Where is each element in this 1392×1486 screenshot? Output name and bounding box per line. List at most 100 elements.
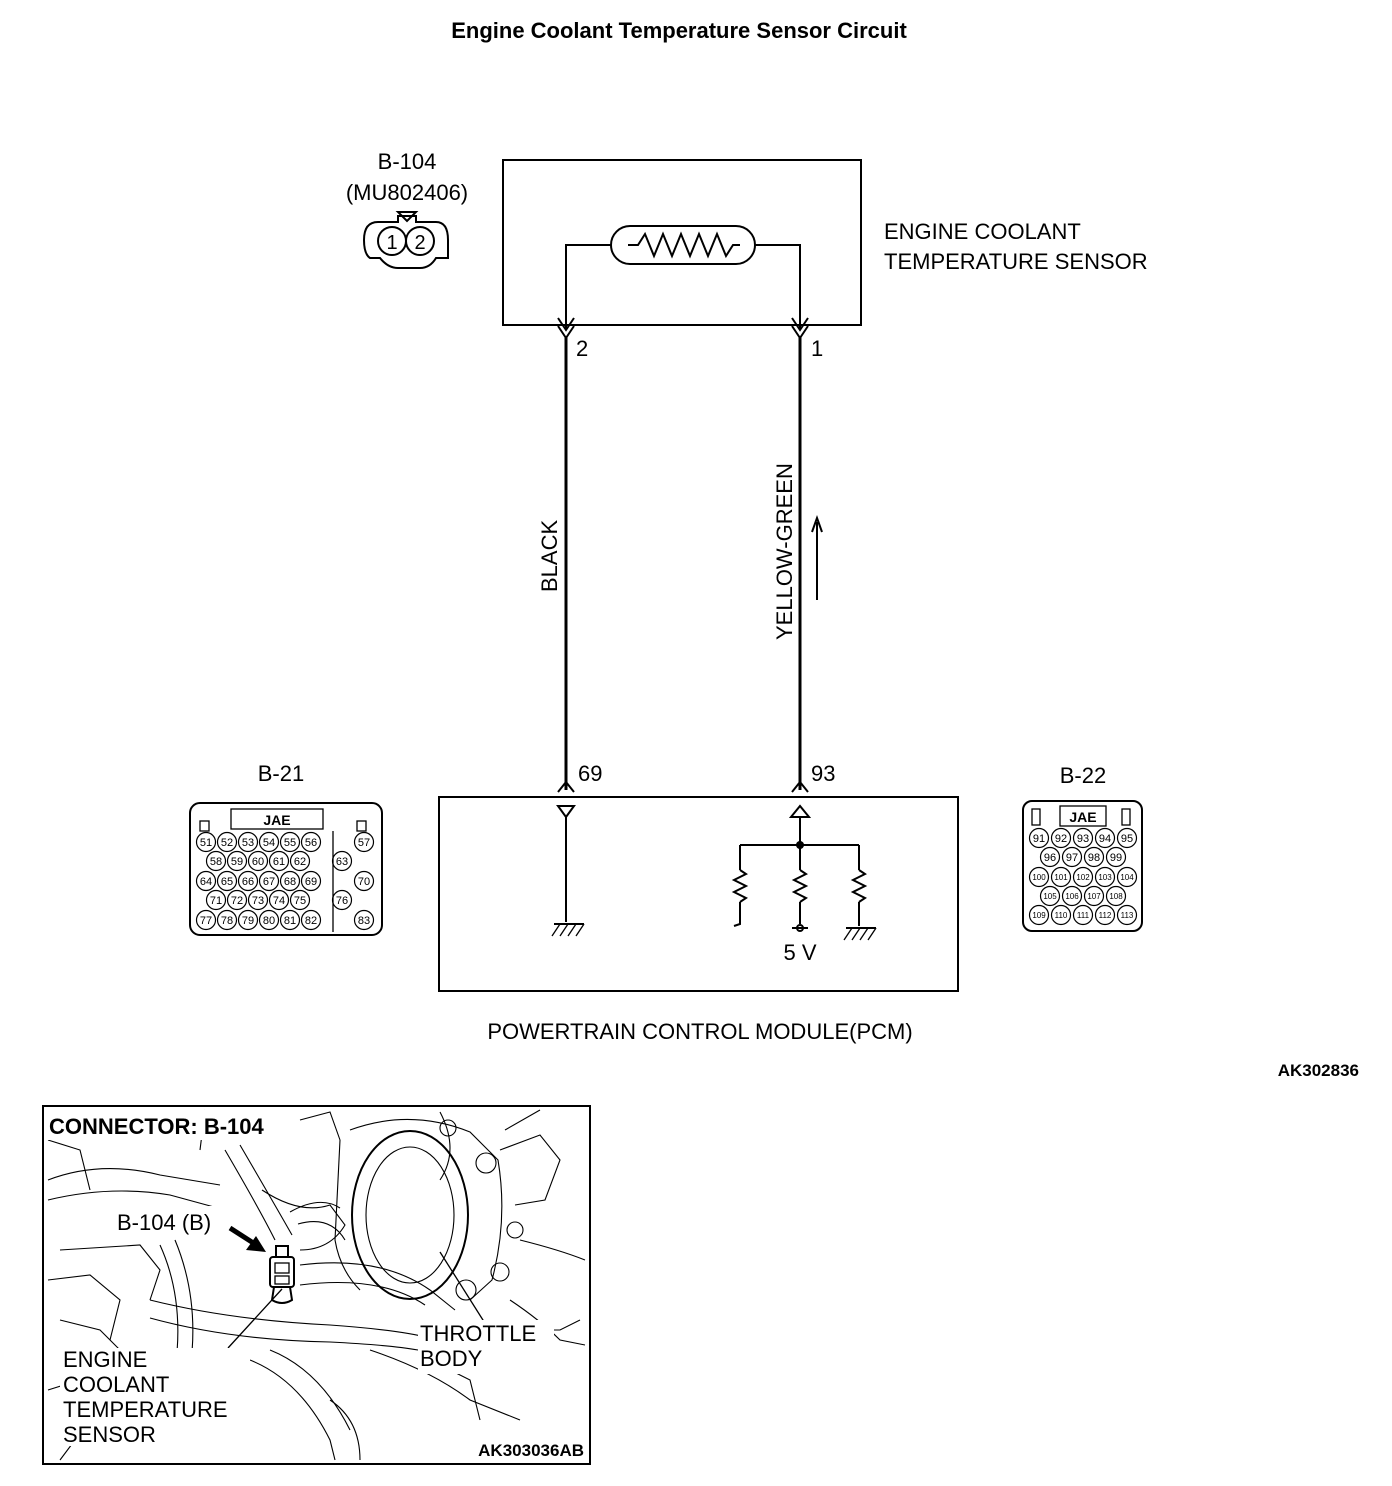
connector-b21-pin-80: 80 [263, 915, 275, 927]
connector-b22-pin-108: 108 [1109, 892, 1123, 901]
connector-b21-pin-65: 65 [221, 876, 233, 888]
resistor-icon [731, 869, 749, 903]
connector-b22-pin-circle [1072, 904, 1094, 926]
connector-b22-pin-111: 111 [1077, 911, 1090, 920]
connector-b21-pin-circle [353, 909, 375, 931]
connector-b21-pin-circle [279, 831, 301, 853]
connector-b21-pin-circle [353, 831, 375, 853]
connector-b21-pin-circle [268, 889, 290, 911]
connector-b21-pin-circle [237, 870, 259, 892]
resistor-icon [850, 869, 868, 903]
connector-b21-pin-53: 53 [242, 837, 254, 849]
connector-b21-pin-circle [331, 850, 353, 872]
connector-b21-pin-67: 67 [263, 876, 275, 888]
connector-b21-pin-circle [216, 831, 238, 853]
connector-b21-pin-circle [353, 870, 375, 892]
connector-b21-pin-64: 64 [200, 876, 212, 888]
pcm-terminal-93: 93 [811, 761, 835, 786]
resistor-icon [791, 869, 809, 903]
connector-b22-pin-circle [1105, 885, 1127, 907]
connector-b22-pin-circle [1094, 866, 1116, 888]
inset-sensor-label-line3: TEMPERATURE [63, 1397, 228, 1422]
connector-b21-pin-61: 61 [273, 856, 285, 868]
connector-b22-pin-94: 94 [1099, 833, 1111, 845]
connector-b22-pin-circle [1050, 827, 1072, 849]
connector-b22-pin-circle [1083, 885, 1105, 907]
connector-b21-pin-circle [237, 831, 259, 853]
connector-b22-pin-96: 96 [1044, 852, 1056, 864]
connector-b22-pin-circle [1050, 904, 1072, 926]
page-title: Engine Coolant Temperature Sensor Circui… [451, 18, 907, 43]
connector-b21-pin-circle [258, 909, 280, 931]
pcm-voltage-label: 5 V [783, 940, 816, 965]
connector-b22-pin-104: 104 [1120, 873, 1134, 882]
connector-b21-pin-79: 79 [242, 915, 254, 927]
connector-b21-pin-circle [237, 909, 259, 931]
pcm-label: POWERTRAIN CONTROL MODULE(PCM) [487, 1019, 912, 1044]
inset-connector-label: B-104 (B) [117, 1210, 211, 1235]
connector-b21-pin-76: 76 [336, 895, 348, 907]
connector-b21-pin-54: 54 [263, 837, 275, 849]
sensor-label-line1: ENGINE COOLANT [884, 219, 1081, 244]
connector-b22-pin-113: 113 [1121, 911, 1134, 920]
connector-b22-pin-110: 110 [1055, 911, 1068, 920]
connector-b22-pin-100: 100 [1032, 873, 1046, 882]
connector-b22-pin-circle [1050, 866, 1072, 888]
connector-b21-pin-74: 74 [273, 895, 285, 907]
connector-b22-pin-93: 93 [1077, 833, 1089, 845]
connector-b22-pin-112: 112 [1099, 911, 1112, 920]
connector-b22-pin-circle [1116, 866, 1138, 888]
connector-b21-pin-51: 51 [200, 837, 212, 849]
connector-b22-pin-circle [1039, 846, 1061, 868]
connector-b21-pin-57: 57 [358, 837, 370, 849]
connector-b22-pin-circle [1105, 846, 1127, 868]
connector-b21-pin-circle [226, 850, 248, 872]
connector-b22-pin-101: 101 [1054, 873, 1068, 882]
sensor-terminal-1: 1 [811, 336, 823, 361]
sensor-box [502, 159, 862, 340]
sensor-terminal-2: 2 [576, 336, 588, 361]
connector-b21-pin-81: 81 [284, 915, 296, 927]
sensor-label-line2: TEMPERATURE SENSOR [884, 249, 1148, 274]
inset-title: CONNECTOR: B-104 [49, 1114, 265, 1139]
black-wire-label: BLACK [537, 520, 562, 592]
connector-b22-pin-97: 97 [1066, 852, 1078, 864]
connector-b21-pin-69: 69 [305, 876, 317, 888]
connector-b22-pin-91: 91 [1033, 833, 1045, 845]
inset-sensor-label-line4: SENSOR [63, 1422, 156, 1447]
ground-icon [843, 927, 877, 941]
ground-icon [551, 923, 585, 937]
connector-b21-pin-circle [300, 870, 322, 892]
connector-b22-pin-circle [1072, 866, 1094, 888]
connector-b22-pin-106: 106 [1065, 892, 1079, 901]
connector-b22-pin-105: 105 [1043, 892, 1057, 901]
connector-b21-pin-circle [247, 850, 269, 872]
connector-b21-pin-circle [216, 909, 238, 931]
connector-b21-pin-circle [279, 870, 301, 892]
inset-sensor-label-line1: ENGINE [63, 1347, 147, 1372]
connector-b22-brand: JAE [1069, 809, 1096, 825]
connector-b21-pin-circle [279, 909, 301, 931]
thermistor-icon [628, 231, 740, 259]
inset-sensor-label-line2: COOLANT [63, 1372, 169, 1397]
inset-throttle-label-line2: BODY [420, 1346, 483, 1371]
connector-b21-pin-circle [258, 831, 280, 853]
connector-b21-pin-circle [289, 850, 311, 872]
connector-b22-pin-circle [1061, 846, 1083, 868]
pointer-arrow-icon [228, 1225, 266, 1252]
connector-b22-id: B-22 [1060, 763, 1106, 788]
connector-b21-pin-circle [195, 870, 217, 892]
connector-b21-pin-circle [300, 909, 322, 931]
connector-b104-pin-1: 1 [386, 232, 397, 254]
connector-b21-pin-63: 63 [336, 856, 348, 868]
connector-b22-pin-circle [1083, 846, 1105, 868]
connector-b104-part-number: (MU802406) [346, 180, 468, 205]
connector-b21-brand: JAE [263, 812, 290, 828]
connector-b21-pin-66: 66 [242, 876, 254, 888]
connector-b21-pin-circle [205, 889, 227, 911]
connector-b22-pin-95: 95 [1121, 833, 1133, 845]
connector-b22-pin-circle [1116, 827, 1138, 849]
connector-b21-pin-62: 62 [294, 856, 306, 868]
